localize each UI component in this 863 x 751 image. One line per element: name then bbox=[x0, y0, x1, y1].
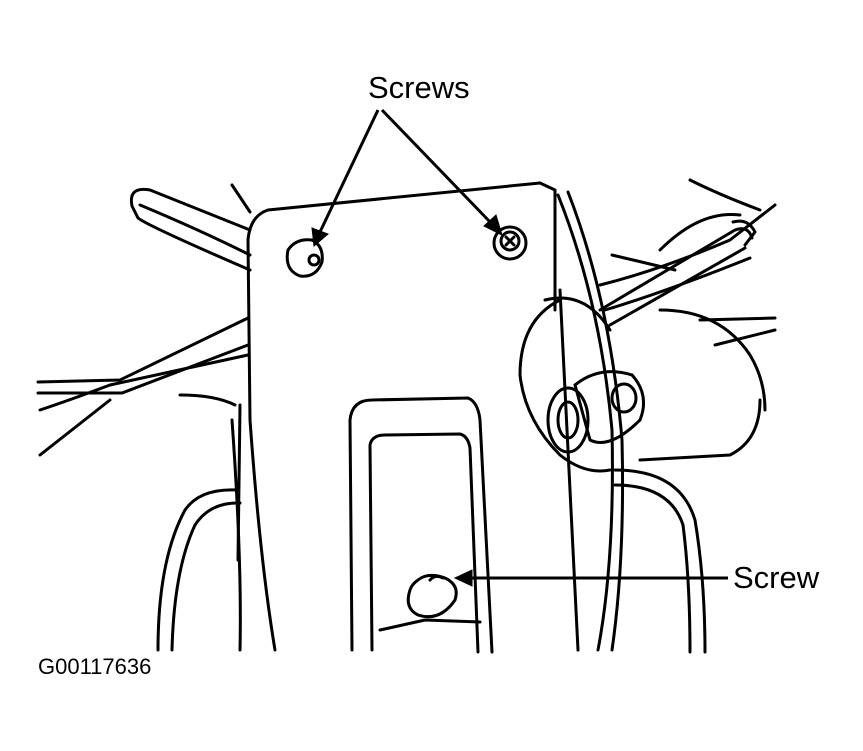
right-upper-screw bbox=[492, 225, 528, 261]
left-stalk-lever bbox=[129, 187, 252, 272]
lower-screw bbox=[406, 573, 458, 619]
screw-callout-arrow bbox=[453, 569, 728, 587]
left-dash-panel bbox=[36, 183, 252, 457]
ignition-switch-housing bbox=[518, 296, 646, 473]
lower-access-cover bbox=[348, 396, 494, 654]
left-column-shroud bbox=[156, 403, 242, 652]
figure-id-label: G00117636 bbox=[38, 654, 152, 679]
screw-label: Screw bbox=[733, 560, 820, 595]
right-dash-panel bbox=[598, 178, 777, 462]
upper-cover-panel bbox=[246, 181, 625, 652]
right-column-shroud bbox=[613, 468, 707, 654]
screws-callout-arrows bbox=[311, 108, 503, 247]
right-stalk-tube bbox=[598, 219, 757, 327]
left-upper-screw bbox=[285, 238, 324, 278]
screws-label: Screws bbox=[368, 70, 470, 105]
